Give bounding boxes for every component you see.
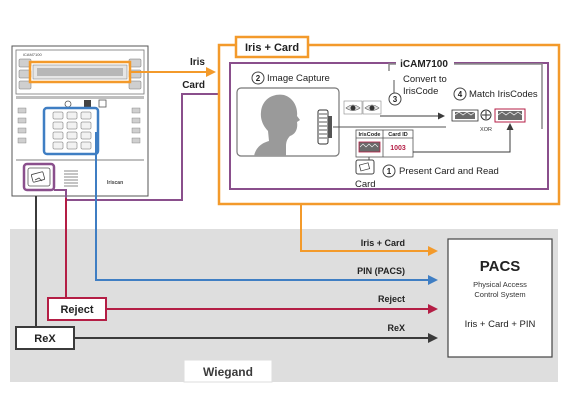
rex-box-label: ReX xyxy=(34,333,56,345)
iriscode-block-right xyxy=(494,108,526,123)
rex-signal-label: ReX xyxy=(387,323,405,333)
pacs-subtitle-2: Control System xyxy=(474,290,525,299)
speaker-grille xyxy=(64,170,78,187)
xor-label: XOR xyxy=(480,127,492,133)
icam-bracket xyxy=(388,63,543,129)
step-4-label: Match IrisCodes xyxy=(469,89,538,100)
keypad xyxy=(52,111,92,150)
wiegand-label-box xyxy=(183,359,273,383)
pacs-subtitle-1: Physical Access xyxy=(473,280,527,289)
eye-images-icon xyxy=(343,100,382,115)
icam-inner-frame xyxy=(229,62,549,190)
card-table-col1-header: IrisCode xyxy=(358,132,380,138)
device-brand-label: Iriscan xyxy=(107,180,123,186)
card-arrow xyxy=(54,93,230,201)
pin-signal-label: PIN (PACS) xyxy=(357,266,405,276)
reject-signal-label: Reject xyxy=(378,294,405,304)
step-2-badge xyxy=(251,71,265,85)
card-input-label: Card xyxy=(182,80,205,91)
card-data-table: IrisCode Card ID 1003 xyxy=(355,129,414,158)
pacs-title: PACS xyxy=(480,258,521,275)
card-icon-label: Card xyxy=(355,179,376,190)
card-id-value: 1003 xyxy=(390,145,406,152)
reject-box xyxy=(47,297,107,321)
iris-card-signal-label: Iris + Card xyxy=(361,238,405,248)
icam-device: iCAM7100 xyxy=(11,45,149,197)
step-4-badge xyxy=(453,87,467,101)
step-2-number: 2 xyxy=(256,74,261,83)
pin-line xyxy=(95,132,438,285)
card-to-match-line xyxy=(413,123,514,153)
step-3-label-line2: IrisCode xyxy=(403,86,438,97)
head-silhouette-icon xyxy=(254,94,300,156)
iris-input-label: Iris xyxy=(190,57,205,68)
card-icon xyxy=(355,159,375,175)
icam-device-name: iCAM7100 xyxy=(400,59,448,70)
rex-box xyxy=(15,326,75,350)
step-1-badge xyxy=(382,164,396,178)
device-brand-small: iCAM7100 xyxy=(23,52,42,57)
step-1-number: 1 xyxy=(387,167,392,176)
wiegand-label: Wiegand xyxy=(203,365,253,379)
iris-card-output-line xyxy=(300,204,438,256)
card-reader-icon xyxy=(30,171,46,183)
step-3-badge xyxy=(388,92,402,106)
pacs-method: Iris + Card + PIN xyxy=(465,319,536,330)
step-3-label-line1: Convert to xyxy=(403,74,447,85)
iriscode-block-left xyxy=(451,109,479,122)
reject-box-label: Reject xyxy=(60,304,93,316)
step-1-label: Present Card and Read xyxy=(399,166,499,177)
pacs-box: PACS Physical Access Control System Iris… xyxy=(447,238,555,360)
iris-card-title: Iris + Card xyxy=(245,42,299,54)
card-reader-highlight xyxy=(22,162,56,192)
step-3-number: 3 xyxy=(393,95,398,104)
step-4-number: 4 xyxy=(458,90,463,99)
iris-card-title-box xyxy=(234,35,310,59)
keypad-highlight xyxy=(42,106,100,156)
step-2-label: Image Capture xyxy=(267,73,330,84)
card-table-col2-header: Card ID xyxy=(388,132,408,138)
iris-camera-icon xyxy=(317,109,332,145)
